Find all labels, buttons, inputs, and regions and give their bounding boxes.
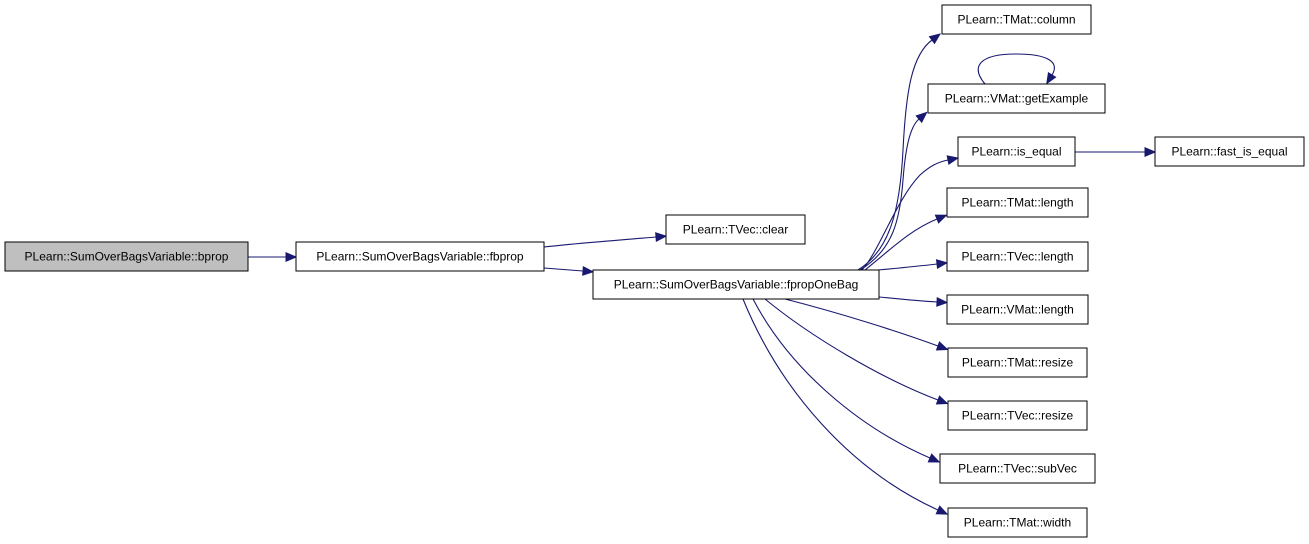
node-label: PLearn::TMat::length <box>961 196 1073 210</box>
edge-line <box>543 267 584 272</box>
edge-vmat_getExample-to-vmat_getExample <box>977 53 1057 85</box>
node-tvec-resize[interactable]: PLearn::TVec::resize <box>947 400 1088 431</box>
edge-line <box>864 218 938 271</box>
arrowhead-icon <box>1046 71 1057 85</box>
edge-line <box>857 39 933 271</box>
edge-fpropOneBag-to-is_equal <box>861 155 960 271</box>
arrowhead-icon <box>934 214 948 224</box>
node-label: PLearn::fast_is_equal <box>1171 145 1287 159</box>
edge-fpropOneBag-to-tvec_length <box>877 259 949 271</box>
edge-bprop-to-fbprop <box>248 252 298 262</box>
node-tmat-resize[interactable]: PLearn::TMat::resize <box>947 347 1088 378</box>
edge-fpropOneBag-to-vmat_getExample <box>859 111 928 271</box>
arrowhead-icon <box>936 297 949 307</box>
node-label: PLearn::TVec::resize <box>962 409 1074 423</box>
arrowhead-icon <box>655 232 668 242</box>
arrowhead-icon <box>927 453 941 463</box>
node-label: PLearn::TVec::length <box>961 250 1073 264</box>
edge-fpropOneBag-to-tmat_width <box>742 298 949 515</box>
node-label: PLearn::TMat::width <box>964 516 1071 530</box>
node-vmat-getExample[interactable]: PLearn::VMat::getExample <box>927 83 1106 114</box>
edge-fpropOneBag-to-tvec_resize <box>764 298 949 405</box>
arrowhead-icon <box>285 252 298 262</box>
edge-fpropOneBag-to-tvec_subVec <box>752 298 941 463</box>
node-fpropOneBag[interactable]: PLearn::SumOverBagsVariable::fpropOneBag <box>592 269 880 300</box>
node-tmat-width[interactable]: PLearn::TMat::width <box>947 507 1088 538</box>
node-tmat-column[interactable]: PLearn::TMat::column <box>941 4 1092 35</box>
edge-line <box>878 296 938 303</box>
arrowhead-icon <box>915 111 928 124</box>
edge-line <box>784 298 939 347</box>
node-label: PLearn::is_equal <box>971 145 1061 159</box>
node-layer: PLearn::SumOverBagsVariable::bprop PLear… <box>4 4 1305 538</box>
node-label: PLearn::TMat::column <box>957 13 1075 27</box>
arrowhead-icon <box>935 259 949 269</box>
edge-line <box>543 236 657 248</box>
edge-line <box>861 159 949 271</box>
arrowhead-icon <box>935 395 949 405</box>
edge-line <box>742 298 939 511</box>
node-fast-is-equal[interactable]: PLearn::fast_is_equal <box>1154 136 1305 167</box>
arrowhead-icon <box>928 33 942 45</box>
node-vmat-length[interactable]: PLearn::VMat::length <box>946 294 1089 325</box>
node-label: PLearn::SumOverBagsVariable::fbprop <box>316 250 524 264</box>
node-tvec-length[interactable]: PLearn::TVec::length <box>946 241 1089 272</box>
edge-fpropOneBag-to-tmat_column <box>857 33 942 271</box>
edge-fbprop-to-fpropOneBag <box>543 266 595 276</box>
edge-line <box>877 263 938 271</box>
edge-line <box>752 298 931 459</box>
node-label: PLearn::TMat::resize <box>962 356 1074 370</box>
edge-fbprop-to-tvec_clear <box>543 232 668 248</box>
edge-layer <box>248 33 1157 515</box>
edge-is_equal-to-fast_is_equal <box>1075 147 1157 157</box>
edge-fpropOneBag-to-tmat_resize <box>784 298 949 351</box>
arrowhead-icon <box>1144 147 1157 157</box>
node-label: PLearn::VMat::length <box>961 303 1074 317</box>
arrowhead-icon <box>935 505 949 515</box>
edge-fpropOneBag-to-vmat_length <box>878 296 949 307</box>
node-label: PLearn::TVec::clear <box>683 223 788 237</box>
node-bprop[interactable]: PLearn::SumOverBagsVariable::bprop <box>4 241 249 272</box>
arrowhead-icon <box>946 155 960 165</box>
node-fbprop[interactable]: PLearn::SumOverBagsVariable::fbprop <box>295 241 545 272</box>
edge-line <box>977 53 1055 85</box>
node-label: PLearn::VMat::getExample <box>945 92 1089 106</box>
arrowhead-icon <box>582 266 595 276</box>
edge-line <box>764 298 939 401</box>
node-label: PLearn::SumOverBagsVariable::bprop <box>25 250 229 264</box>
node-label: PLearn::SumOverBagsVariable::fpropOneBag <box>614 278 859 292</box>
arrowhead-icon <box>935 341 949 351</box>
edge-line <box>859 118 920 271</box>
node-tvec-clear[interactable]: PLearn::TVec::clear <box>665 214 806 245</box>
edge-fpropOneBag-to-tmat_length <box>864 214 948 271</box>
node-tmat-length[interactable]: PLearn::TMat::length <box>946 187 1089 218</box>
node-is-equal[interactable]: PLearn::is_equal <box>957 136 1076 167</box>
node-label: PLearn::TVec::subVec <box>958 462 1077 476</box>
node-tvec-subVec[interactable]: PLearn::TVec::subVec <box>939 453 1096 484</box>
